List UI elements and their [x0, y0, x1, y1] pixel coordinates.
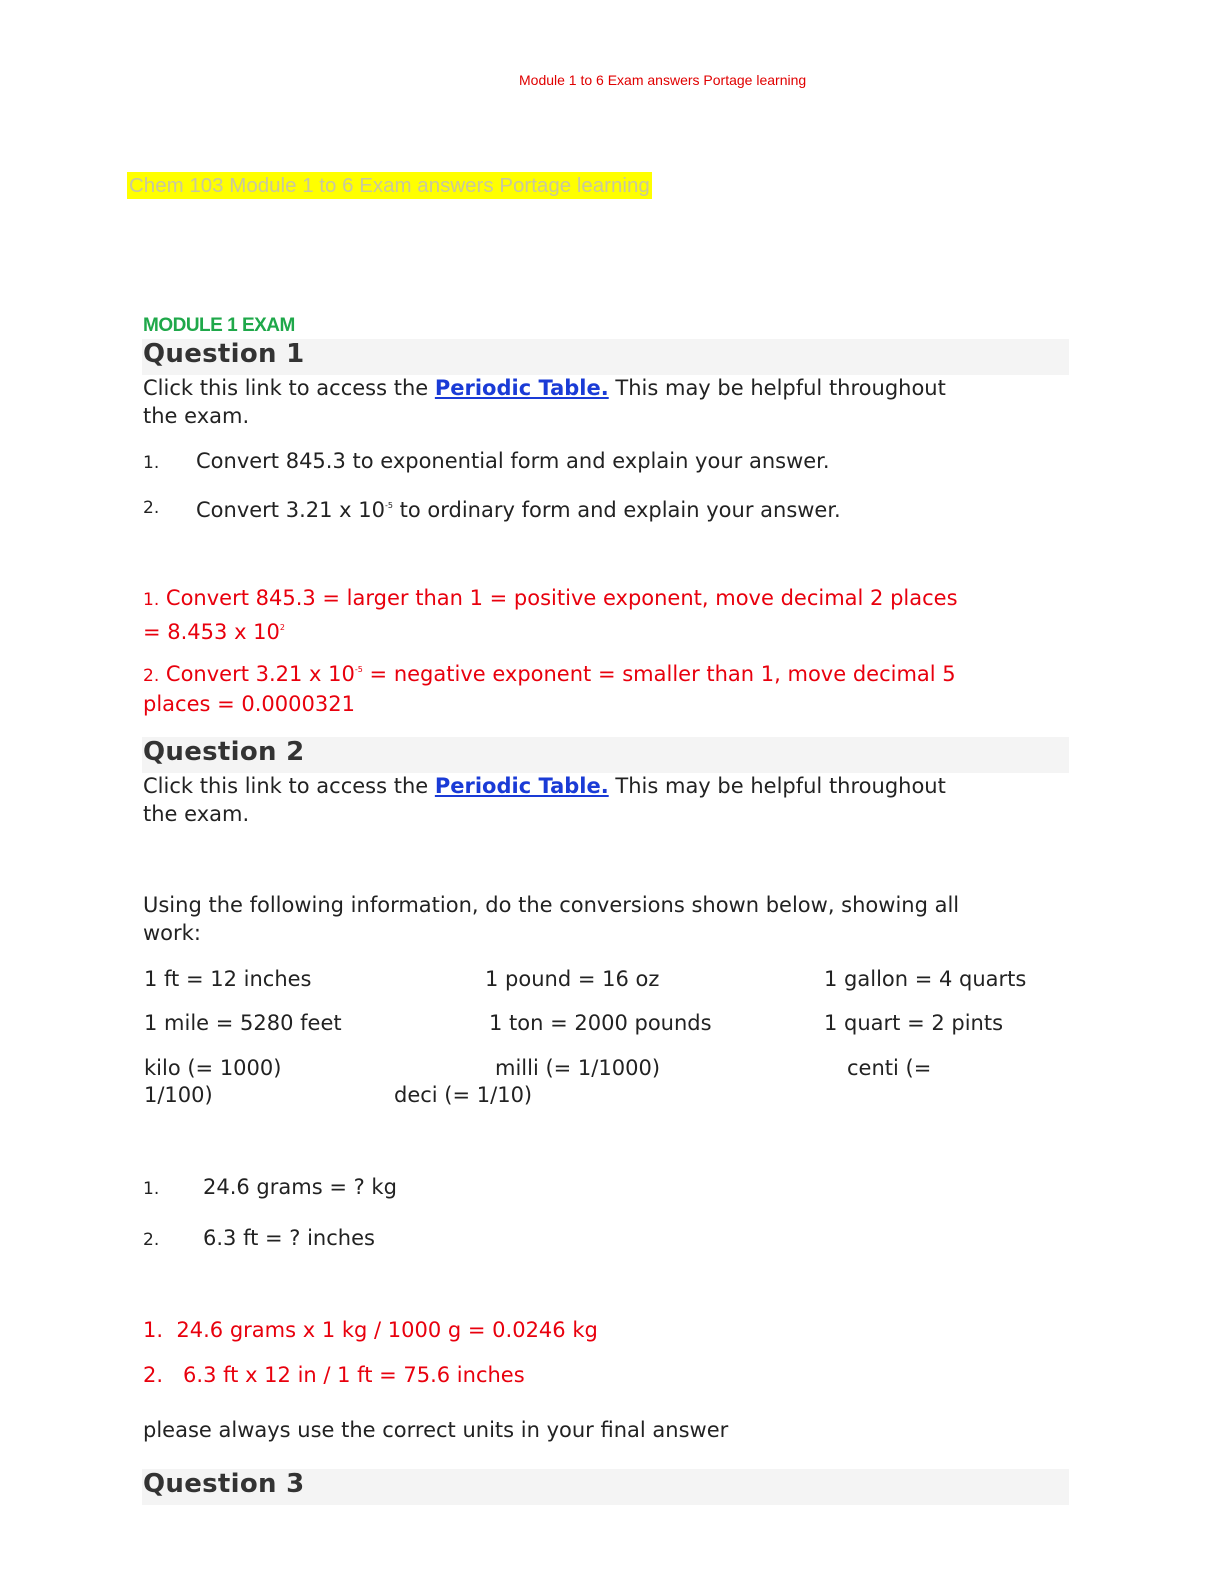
intro-text: Click this link to access the: [143, 774, 435, 798]
module-title: MODULE 1 EXAM: [143, 315, 295, 336]
item-text: Convert 845.3 to exponential form and ex…: [196, 449, 830, 473]
periodic-table-link[interactable]: Periodic Table.: [434, 774, 609, 798]
answer-text: Convert 3.21 x 10: [159, 662, 355, 686]
item-text: to ordinary form and explain your answer…: [392, 498, 841, 522]
prefix-centi-cont: 1/100): [144, 1083, 213, 1107]
question-2-answer-2: 2. 6.3 ft x 12 in / 1 ft = 75.6 inches: [143, 1363, 525, 1387]
question-1-item-2: 2. Convert 3.21 x 10-5 to ordinary form a…: [143, 492, 1073, 522]
conversion-quart: 1 quart = 2 pints: [824, 1011, 1004, 1035]
answer-text: = negative exponent = smaller than 1, mo…: [362, 662, 956, 686]
question-2-bar: [142, 737, 1069, 773]
question-1-answer-1: 1. Convert 845.3 = larger than 1 = posit…: [143, 584, 1073, 646]
instruction-text: Using the following information, do the …: [143, 893, 960, 917]
answer-text: = 8.453 x 10: [143, 620, 280, 644]
document-title: Chem 103 Module 1 to 6 Exam answers Port…: [127, 172, 652, 199]
question-2-intro: Click this link to access the Periodic T…: [143, 772, 1073, 828]
page-header: Module 1 to 6 Exam answers Portage learn…: [519, 72, 807, 88]
conversion-ft: 1 ft = 12 inches: [144, 967, 312, 991]
question-3-title: Question 3: [143, 1469, 305, 1499]
question-1-bar: [142, 339, 1069, 375]
units-note: please always use the correct units in y…: [143, 1418, 729, 1442]
answer-text: places = 0.0000321: [143, 692, 355, 716]
item-number: 2.: [143, 498, 160, 518]
exponent: -5: [384, 501, 393, 510]
intro-text: the exam.: [143, 404, 250, 428]
intro-text: the exam.: [143, 802, 250, 826]
answer-number: 1.: [143, 590, 160, 610]
answer-number: 2.: [143, 666, 160, 686]
conversion-ton: 1 ton = 2000 pounds: [489, 1011, 712, 1035]
question-2-answer-1: 1. 24.6 grams x 1 kg / 1000 g = 0.0246 k…: [143, 1318, 598, 1342]
conversion-gallon: 1 gallon = 4 quarts: [824, 967, 1027, 991]
periodic-table-link[interactable]: Periodic Table.: [434, 376, 609, 400]
question-1-intro: Click this link to access the Periodic T…: [143, 374, 1073, 430]
item-text: 6.3 ft = ? inches: [203, 1226, 375, 1250]
question-2-instructions: Using the following information, do the …: [143, 891, 1073, 947]
question-3-bar: [142, 1469, 1069, 1505]
prefix-centi: centi (=: [847, 1056, 932, 1080]
intro-text: This may be helpful throughout: [608, 774, 946, 798]
prefix-milli: milli (= 1/1000): [495, 1056, 661, 1080]
question-1-item-1: 1. Convert 845.3 to exponential form and …: [143, 447, 1073, 477]
question-2-title: Question 2: [143, 737, 305, 767]
question-1-title: Question 1: [143, 339, 305, 369]
instruction-text: work:: [143, 921, 201, 945]
answer-text: Convert 845.3 = larger than 1 = positive…: [159, 586, 958, 610]
question-1-answer-2: 2. Convert 3.21 x 10-5 = negative expone…: [143, 656, 1073, 718]
item-text: Convert 3.21 x 10: [196, 498, 385, 522]
conversion-pound: 1 pound = 16 oz: [485, 967, 660, 991]
prefix-deci: deci (= 1/10): [394, 1083, 533, 1107]
item-number: 2.: [143, 1230, 160, 1250]
question-2-item-2: 2. 6.3 ft = ? inches: [143, 1224, 1073, 1254]
item-text: 24.6 grams = ? kg: [203, 1175, 397, 1199]
conversion-mile: 1 mile = 5280 feet: [144, 1011, 342, 1035]
prefix-kilo: kilo (= 1000): [144, 1056, 282, 1080]
item-number: 1.: [143, 453, 160, 473]
item-number: 1.: [143, 1179, 160, 1199]
question-2-item-1: 1. 24.6 grams = ? kg: [143, 1173, 1073, 1203]
intro-text: Click this link to access the: [143, 376, 435, 400]
intro-text: This may be helpful throughout: [608, 376, 946, 400]
exponent: 2: [279, 623, 285, 632]
exponent: -5: [354, 665, 363, 674]
